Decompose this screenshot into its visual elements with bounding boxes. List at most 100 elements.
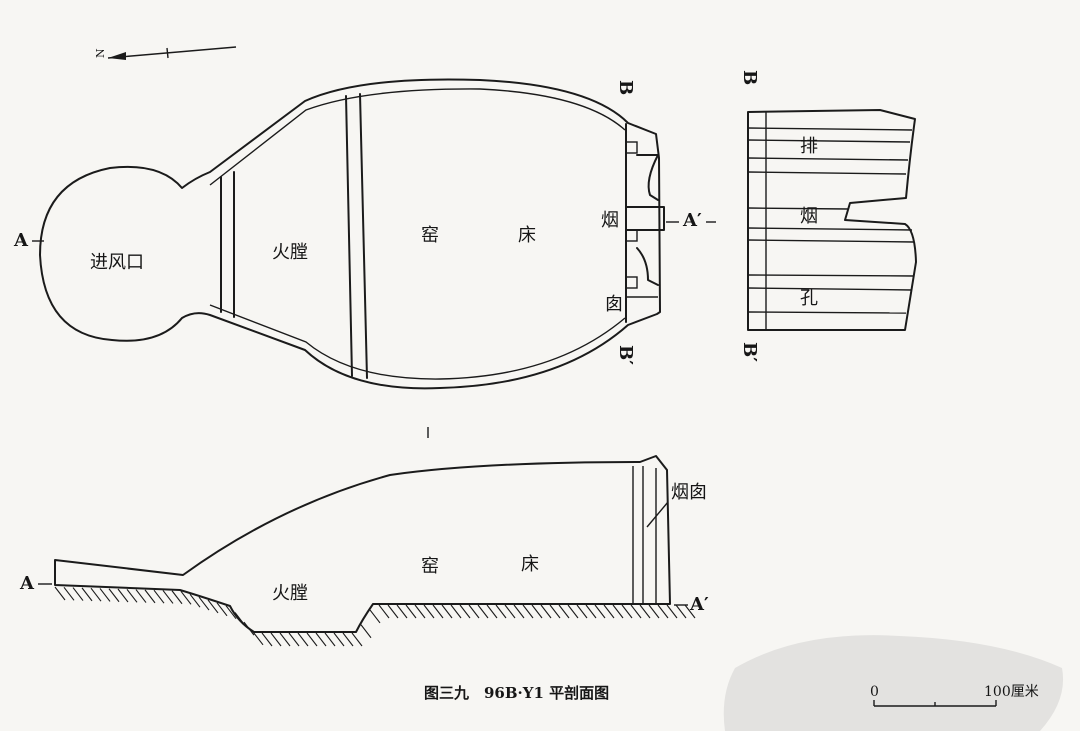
- north-arrow: N: [94, 46, 237, 60]
- hatch-line: [279, 632, 291, 647]
- hatch-line: [90, 587, 102, 602]
- hatch-line: [423, 604, 435, 619]
- section-b-bottom: B′: [615, 345, 636, 365]
- elevation-label-bottom: B′: [739, 342, 760, 362]
- hatch-line: [540, 604, 552, 619]
- hatch-line: [234, 612, 246, 626]
- hatch-line: [441, 604, 453, 619]
- hatch-line: [657, 604, 669, 619]
- hatch-line: [630, 604, 642, 619]
- hatch-line: [162, 590, 174, 604]
- hatch-line: [639, 604, 651, 619]
- kiln-inner-wall: [209, 88, 626, 380]
- hatch-line: [612, 604, 624, 619]
- hatch-line: [495, 604, 507, 619]
- intake-label: 进风口: [90, 252, 144, 273]
- elevation-b: B B′ 排 烟 孔: [739, 70, 917, 362]
- section-firebox-label: 火膛: [272, 583, 308, 604]
- hatch-line: [432, 604, 444, 619]
- hatch-line: [261, 632, 273, 647]
- hatch-line: [333, 632, 345, 647]
- section-a-left: A: [13, 230, 29, 251]
- kiln-bed-label-2: 床: [518, 225, 536, 246]
- figure-caption: 图三九 96B·Y1 平剖面图: [424, 684, 609, 702]
- section-chimney-label: 烟囱: [671, 482, 707, 503]
- elevation-label-top: B: [739, 70, 760, 85]
- kiln-bed-label-1: 窑: [421, 225, 439, 246]
- hatch-line: [621, 604, 633, 619]
- hatch-line: [477, 604, 489, 619]
- hatch-line: [342, 632, 354, 647]
- section-bed-label-1: 窑: [421, 556, 439, 577]
- hatch-line: [468, 604, 480, 619]
- exhaust-label-3: 孔: [800, 288, 818, 309]
- plan-view: A A′ B B′ 进风口 火膛 窑 床 烟 囱: [13, 78, 716, 390]
- exhaust-label-1: 排: [800, 136, 818, 157]
- exhaust-label-2: 烟: [800, 206, 818, 227]
- hatch-line: [648, 604, 660, 619]
- hatch-line: [81, 587, 93, 602]
- hatch-line: [243, 621, 255, 636]
- hatch-line: [108, 588, 120, 603]
- scale-bar: 0 100厘米: [870, 684, 1039, 707]
- hatch-line: [405, 604, 417, 619]
- hatch-line: [207, 599, 219, 614]
- hatch-line: [54, 586, 66, 601]
- hatch-line: [288, 632, 300, 647]
- firebox-label: 火膛: [272, 242, 308, 263]
- hatch-line: [459, 604, 471, 619]
- hatch-line: [351, 632, 363, 647]
- hatch-line: [306, 632, 318, 647]
- section-label-right: A′: [689, 594, 709, 615]
- hatch-line: [576, 604, 588, 619]
- hatch-line: [153, 589, 165, 604]
- section-b-top: B: [615, 80, 636, 95]
- hatch-line: [486, 604, 498, 619]
- hatch-line: [225, 605, 237, 620]
- hatch-line: [504, 604, 516, 619]
- hatch-line: [603, 604, 615, 619]
- hatch-line: [594, 604, 606, 619]
- hatch-line: [360, 624, 372, 639]
- hatch-line: [189, 593, 201, 608]
- hatch-line: [99, 588, 111, 602]
- hatch-line: [531, 604, 543, 619]
- hatch-line: [117, 588, 129, 603]
- hatch-line: [450, 604, 462, 619]
- hatch-line: [144, 589, 156, 604]
- hatch-line: [252, 631, 264, 646]
- hatch-line: [675, 604, 687, 619]
- hatch-line: [126, 588, 138, 603]
- section-label-left: A: [19, 573, 35, 594]
- hatch-line: [522, 604, 534, 619]
- hatch-line: [270, 632, 282, 647]
- kiln-outline: [39, 78, 661, 390]
- hatch-line: [396, 604, 408, 619]
- hatch-line: [315, 632, 327, 647]
- hatch-line: [378, 604, 390, 619]
- hatch-line: [549, 604, 561, 619]
- scale-end: 100厘米: [984, 684, 1039, 700]
- hatch-line: [558, 604, 570, 619]
- north-label: N: [94, 48, 107, 58]
- hatch-line: [414, 604, 426, 619]
- section-outline: [54, 455, 671, 633]
- chimney-structure: [625, 123, 665, 323]
- hatch-line: [684, 604, 696, 619]
- hatch-line: [297, 632, 309, 647]
- hatch-line: [666, 604, 678, 619]
- hatch-line: [135, 589, 147, 603]
- hatch-line: [72, 587, 84, 601]
- hatch-line: [63, 586, 75, 601]
- ground-hatching: [54, 586, 696, 647]
- hatch-line: [198, 596, 210, 611]
- hatch-line: [567, 604, 579, 619]
- hatch-line: [513, 604, 525, 619]
- section-a-right: A′: [682, 210, 702, 231]
- section-bed-label-2: 床: [521, 554, 539, 575]
- elevation-outline: [747, 109, 917, 331]
- hatch-line: [369, 609, 381, 624]
- section-view: A A′ 火膛 窑 床 烟囱: [19, 455, 709, 647]
- hatch-line: [585, 604, 597, 619]
